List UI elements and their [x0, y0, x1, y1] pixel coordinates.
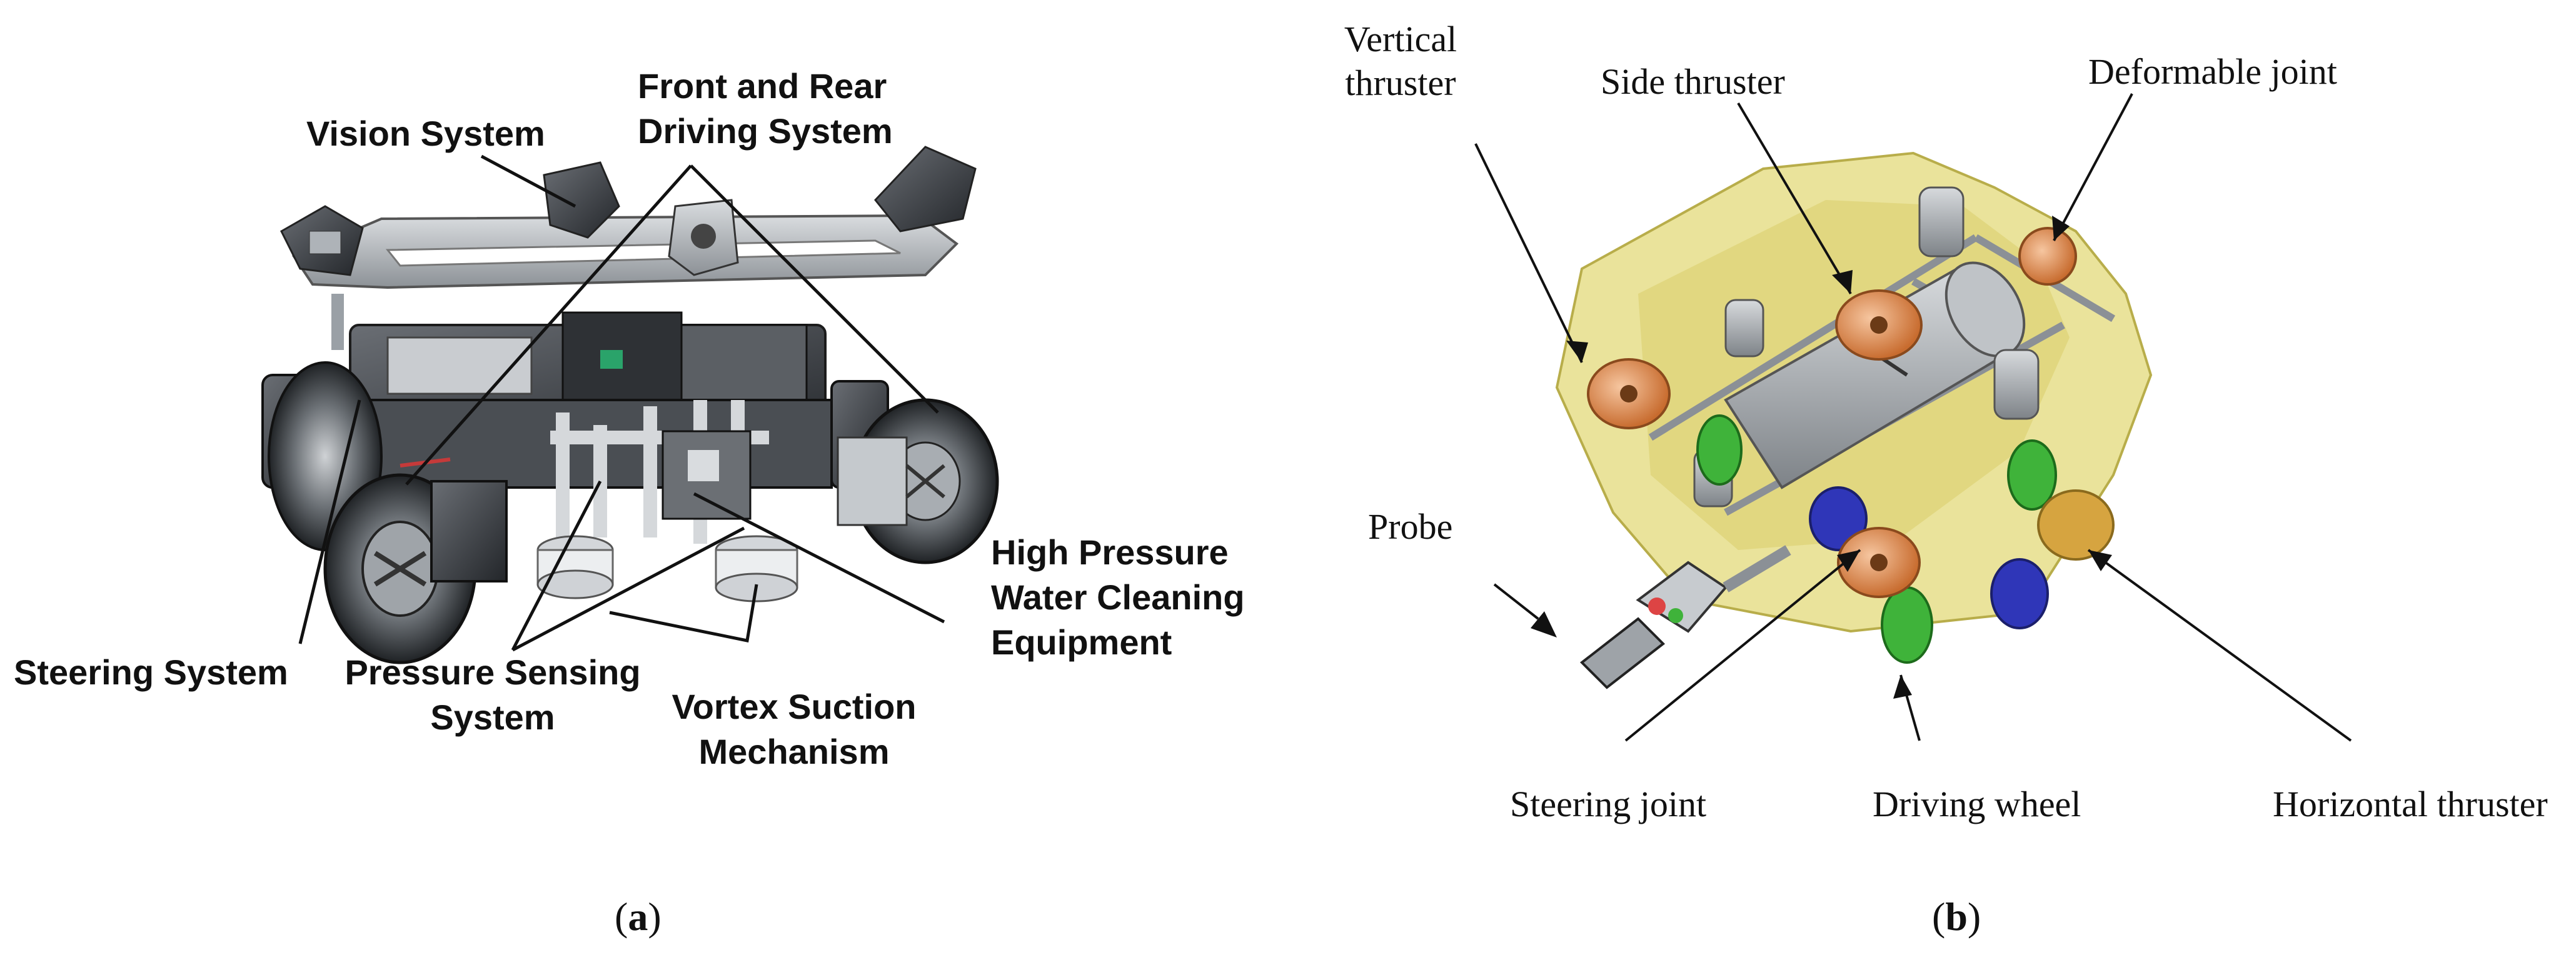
label-pressure-sensing: Pressure Sensing System	[330, 650, 655, 740]
label-probe: Probe	[1368, 506, 1453, 547]
label-vision-system: Vision System	[306, 114, 545, 153]
leader-deformable-joint	[2053, 93, 2133, 241]
caption-a-letter: a	[628, 894, 648, 939]
thruster-vertical	[1587, 358, 1671, 429]
thruster-deformable-joint	[2018, 227, 2077, 286]
driving-wheels	[1696, 414, 2057, 664]
camera-left	[280, 205, 364, 276]
arrowhead-driving-wheel	[1893, 675, 1912, 699]
arrowhead-vertical-thruster	[1566, 341, 1588, 362]
leader-side-thruster	[1737, 102, 1852, 295]
caption-a: (a)	[615, 894, 662, 939]
thruster-horizontal	[2037, 489, 2115, 561]
label-pressure-sensing-line1: Pressure Sensing	[345, 652, 641, 692]
leader-high-pressure	[693, 492, 945, 624]
label-vertical-thruster-line1: Vertical	[1344, 19, 1457, 59]
label-vortex-suction: Vortex Suction Mechanism	[650, 684, 938, 774]
wheel-right	[837, 398, 999, 564]
vision-frame	[292, 214, 959, 289]
label-steering-system: Steering System	[14, 652, 288, 692]
label-vortex-suction-line2: Mechanism	[698, 732, 890, 771]
arrowhead-probe	[1531, 611, 1557, 638]
leader-probe	[1493, 583, 1539, 620]
panel-a-leader-lines	[298, 154, 945, 652]
leader-pressure-right	[511, 526, 745, 652]
camera-center	[543, 161, 739, 276]
thruster-side	[1835, 289, 1923, 361]
panel-b-arrowheads	[1531, 216, 2112, 699]
panel-b-robot-illustration	[1474, 93, 2352, 742]
label-high-pressure-line2: Water Cleaning	[991, 578, 1245, 617]
label-horizontal-thruster: Horizontal thruster	[2273, 784, 2548, 824]
label-high-pressure-line3: Equipment	[991, 622, 1172, 662]
probe-arm	[1579, 545, 1791, 689]
label-driving-system-line1: Front and Rear	[638, 66, 887, 106]
thruster-steering	[1837, 527, 1921, 598]
label-vertical-thruster-line2: thruster	[1345, 62, 1456, 103]
label-side-thruster: Side thruster	[1601, 61, 1785, 102]
arrowhead-steering-joint	[1837, 550, 1860, 572]
caption-b-letter: b	[1945, 894, 1968, 939]
leader-vision-system	[480, 154, 576, 208]
panel-a-robot-illustration	[261, 146, 999, 664]
label-high-pressure-line1: High Pressure	[991, 532, 1229, 572]
label-driving-system-line2: Driving System	[638, 111, 893, 151]
caption-b: (b)	[1932, 894, 1981, 939]
arrowhead-side-thruster	[1832, 270, 1853, 294]
label-steering-joint: Steering joint	[1510, 784, 1707, 824]
leader-pressure-left	[511, 480, 602, 651]
label-vortex-suction-line1: Vortex Suction	[672, 687, 917, 726]
label-deformable-joint: Deformable joint	[2088, 51, 2337, 92]
label-pressure-sensing-line2: System	[430, 698, 555, 737]
leader-horizontal-thruster	[2087, 549, 2352, 742]
leader-steering-joint	[1624, 549, 1861, 742]
leader-driving-right	[690, 164, 939, 414]
leader-vertical-thruster	[1474, 143, 1583, 363]
label-driving-system: Front and Rear Driving System	[638, 64, 893, 154]
camera-right	[874, 146, 977, 232]
arrowhead-deformable-joint	[2052, 216, 2070, 241]
label-driving-wheel: Driving wheel	[1873, 784, 2081, 824]
leader-driving-left	[405, 164, 692, 486]
arrowhead-horizontal-thruster	[2088, 550, 2112, 571]
leader-steering-system	[298, 399, 361, 644]
vortex-suction-cups	[536, 535, 798, 602]
label-vertical-thruster: Vertical thruster	[1319, 18, 1482, 105]
central-cylinder	[1724, 261, 2026, 489]
label-high-pressure: High Pressure Water Cleaning Equipment	[991, 530, 1245, 665]
leader-vortex	[609, 584, 758, 642]
wheel-front-left	[323, 458, 508, 664]
